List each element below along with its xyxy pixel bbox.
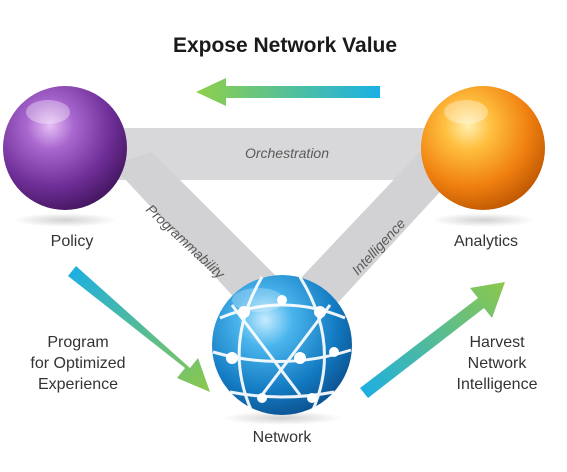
edge-label-orchestration: Orchestration xyxy=(245,145,329,161)
right-note-line-1: Harvest xyxy=(469,334,525,351)
node-label-policy: Policy xyxy=(51,233,94,250)
left-note-line-1: Program xyxy=(47,334,108,351)
node-label-network: Network xyxy=(253,429,313,446)
right-note-line-3: Intelligence xyxy=(457,376,538,393)
right-note: Harvest Network Intelligence xyxy=(457,334,538,393)
network-globe-icon xyxy=(212,275,352,425)
band-orchestration xyxy=(100,128,475,180)
top-left-arrow xyxy=(196,78,380,106)
left-down-arrow xyxy=(68,266,210,392)
diagram-title: Expose Network Value xyxy=(173,34,397,57)
policy-sphere xyxy=(3,86,127,227)
left-note: Program for Optimized Experience xyxy=(30,334,125,393)
right-up-arrow xyxy=(360,282,505,398)
node-label-analytics: Analytics xyxy=(454,233,518,250)
analytics-sphere xyxy=(421,86,545,227)
band-programmability xyxy=(112,152,300,320)
left-note-line-2: for Optimized xyxy=(30,355,125,372)
left-note-line-3: Experience xyxy=(38,376,118,393)
right-note-line-2: Network xyxy=(468,355,528,372)
band-intelligence xyxy=(280,152,462,320)
